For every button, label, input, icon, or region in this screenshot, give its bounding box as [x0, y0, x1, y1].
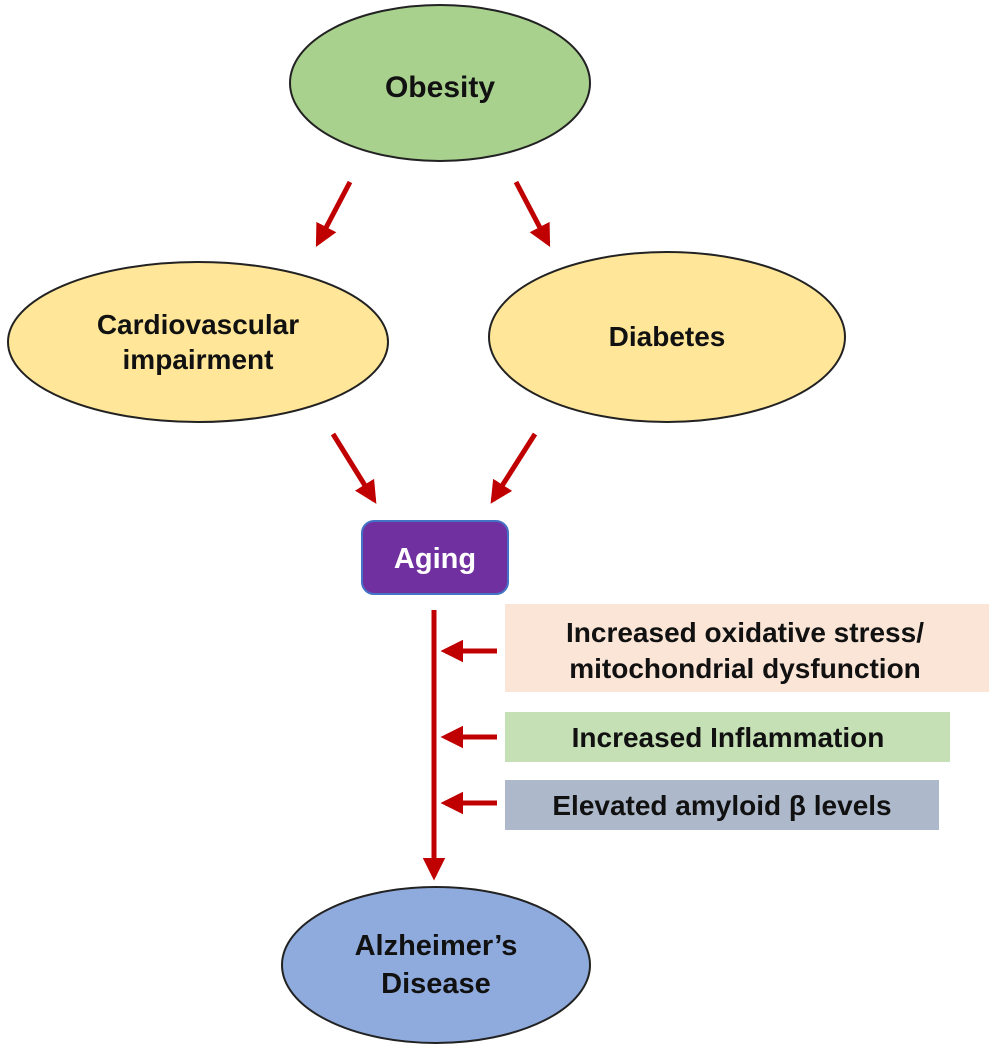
diabetes-node [488, 251, 846, 423]
arrow-obesity-to-cardio [315, 180, 353, 247]
amyloid-box [505, 780, 939, 830]
inflammation-box [505, 712, 950, 762]
amyloid-label: Elevated amyloid β levels [552, 790, 891, 821]
arrow-obesity-to-diabetes [513, 180, 551, 247]
obesity-label: Obesity [385, 71, 495, 104]
arrow-cardio-to-aging [330, 432, 377, 504]
oxidative-stress-line2: mitochondrial dysfunction [569, 653, 921, 684]
obesity-node [289, 4, 591, 162]
inflammation-label: Increased Inflammation [572, 722, 885, 753]
alzheimers-label-line1: Alzheimer’s [355, 930, 518, 962]
aging-label: Aging [394, 543, 476, 575]
alzheimers-node [281, 886, 591, 1044]
aging-node [361, 520, 509, 595]
arrow-diabetes-to-aging [490, 432, 538, 504]
oxidative-stress-line1: Increased oxidative stress/ [566, 617, 924, 648]
oxidative-stress-box [505, 604, 989, 692]
cardiovascular-label-line2: impairment [123, 344, 274, 375]
alzheimers-label-line2: Disease [381, 968, 491, 1000]
diabetes-label: Diabetes [609, 321, 726, 352]
cardiovascular-node [7, 261, 389, 423]
cardiovascular-label-line1: Cardiovascular [97, 309, 299, 340]
